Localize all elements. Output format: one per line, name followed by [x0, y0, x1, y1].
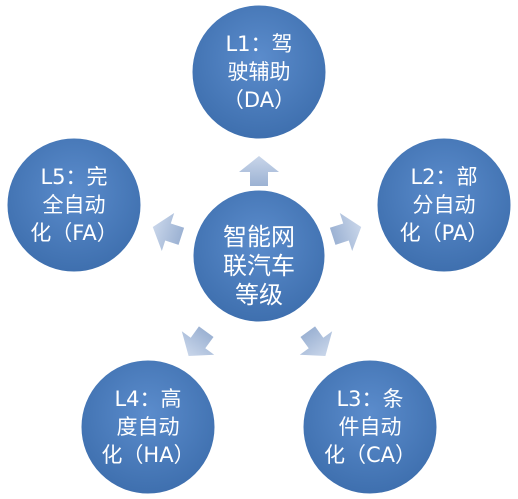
l5-label-line-3: 化（FA） [30, 221, 118, 245]
l3-label-line-3: 化（CA） [324, 443, 416, 467]
arrow-to-l3 [299, 326, 333, 356]
l4-label-line-1: L4：高 [114, 387, 181, 411]
arrow-to-l4 [181, 326, 215, 356]
arrow-to-l2 [329, 212, 362, 252]
l1-label-line-3: （DA） [223, 88, 295, 112]
l5-label-line-1: L5：完 [40, 165, 107, 189]
center-label-line-1: 智能网 [223, 223, 295, 251]
l2-label-line-2: 分自动 [413, 193, 476, 217]
center-label-line-3: 等级 [235, 281, 283, 309]
l1-label-line-1: L1：驾 [225, 32, 292, 56]
level-node-l3: L3：条 件自动 化（CA） [300, 357, 440, 497]
l4-label-line-3: 化（HA） [101, 443, 194, 467]
level-node-l1: L1：驾 驶辅助 （DA） [189, 2, 329, 142]
level-node-l2: L2：部 分自动 化（PA） [374, 135, 514, 275]
arrow-to-l5 [152, 212, 185, 252]
l5-label-line-2: 全自动 [43, 193, 106, 217]
center-label-line-2: 联汽车 [223, 252, 295, 280]
l2-label-line-1: L2：部 [410, 165, 477, 189]
arrow-to-l1 [239, 156, 279, 186]
l2-label-line-3: 化（PA） [400, 221, 489, 245]
level-node-l5: L5：完 全自动 化（FA） [4, 135, 144, 275]
l3-label-line-1: L3：条 [336, 387, 403, 411]
l3-label-line-2: 件自动 [339, 415, 402, 439]
l1-label-line-2: 驶辅助 [228, 60, 291, 84]
level-node-l4: L4：高 度自动 化（HA） [78, 357, 218, 497]
center-node: 智能网 联汽车 等级 [190, 187, 328, 325]
l4-label-line-2: 度自动 [117, 415, 180, 439]
